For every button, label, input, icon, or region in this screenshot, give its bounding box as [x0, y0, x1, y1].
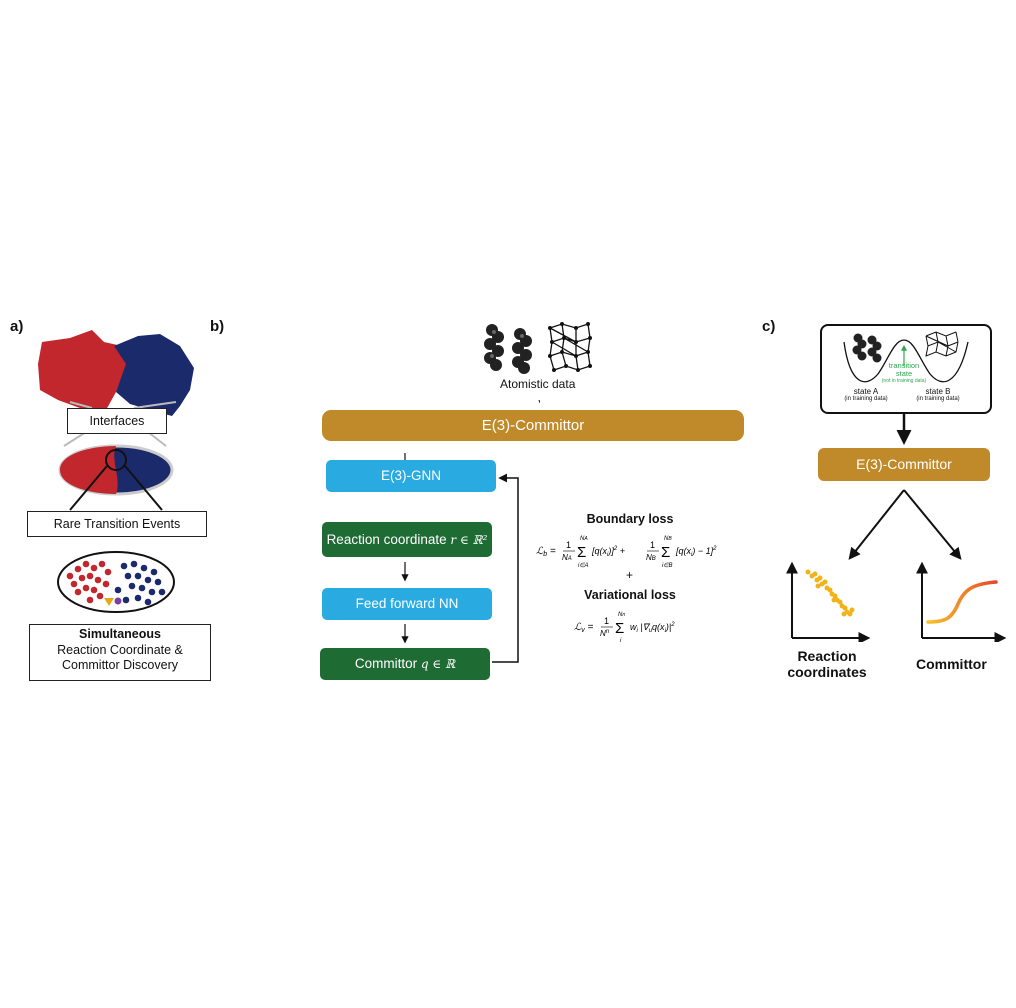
transition-note: (not in training data) — [881, 377, 927, 384]
gnn-box: E(3)-GNN — [326, 460, 496, 492]
atomistic-data-label: Atomistic data — [500, 377, 576, 391]
state-b-name: state B — [925, 387, 951, 396]
feedback-arrow — [492, 473, 519, 663]
svg-text:i∈B: i∈B — [662, 562, 673, 569]
reaction-output-line2: coordinates — [787, 664, 867, 681]
ffnn-box: Feed forward NN — [322, 588, 492, 620]
double-well-curve — [843, 339, 969, 383]
svg-text:[q(xi)]2 +: [q(xi)]2 + — [591, 546, 625, 558]
reaction-coordinate-label: Reaction coordinate — [326, 532, 447, 547]
loss-plus: + — [626, 568, 634, 582]
reaction-coordinate-box: Reaction coordinate r ∈ ℝ² — [322, 522, 492, 557]
svg-text:NB: NB — [664, 536, 672, 542]
svg-text:wi |∇uq(xi)|2: wi |∇uq(xi)|2 — [630, 622, 675, 634]
committor-output-label: Committor — [354, 656, 418, 671]
variational-loss-render: ℒv = 1 Nn Nn Σ i wi |∇uq(xi)|2 — [574, 612, 675, 644]
panel-c-label: c) — [762, 318, 776, 335]
arrow-to-reaction-plot — [848, 489, 905, 560]
committor-output-label-c: Committor — [916, 656, 987, 672]
svg-text:ℒv =: ℒv = — [574, 622, 593, 634]
svg-text:1: 1 — [604, 616, 609, 626]
panel-a-label: a) — [10, 318, 24, 335]
rare-events-box: Rare Transition Events — [27, 511, 207, 537]
svg-text:Σ: Σ — [615, 620, 624, 637]
boundary-loss-equation: ℒb = 1 NA NA Σ i∈A [q(xi)]2 + 1 NB NB Σ … — [536, 532, 756, 570]
transition-state-label: transition state (not in training data) — [880, 361, 928, 384]
svg-text:Σ: Σ — [577, 544, 586, 561]
reaction-scatter-points — [805, 569, 855, 617]
reaction-coordinates-output-label: Reaction coordinates — [780, 648, 874, 680]
lattice-icon — [549, 323, 591, 371]
state-b-structure-icon — [925, 331, 959, 357]
state-a-name: state A — [853, 387, 879, 396]
committor-output-math: q ∈ ℝ — [420, 657, 456, 671]
arrow-to-committor-plot — [903, 489, 962, 560]
committor-output-box: Committor q ∈ ℝ — [320, 648, 490, 680]
boundary-loss-title: Boundary loss — [586, 512, 674, 526]
variational-loss-equation: ℒv = 1 Nn Nn Σ i wi |∇uq(xi)|2 — [574, 608, 704, 644]
svg-text:ℒb =: ℒb = — [536, 546, 556, 558]
blue-phase-blob — [114, 334, 194, 416]
state-a-structure-icon — [852, 333, 882, 363]
variational-loss-title: Variational loss — [584, 588, 676, 602]
svg-text:[q(xi) − 1]2: [q(xi) − 1]2 — [675, 546, 717, 558]
state-b-note: (in training data) — [916, 396, 960, 402]
committor-box-c: E(3)-Committor — [818, 448, 990, 481]
panel-b-label: b) — [210, 318, 225, 335]
atomistic-structures-graphic — [484, 322, 592, 374]
svg-text:Nn: Nn — [618, 612, 625, 618]
atom-cluster-icon — [484, 324, 532, 374]
transition-label-2: state — [895, 369, 913, 379]
svg-text:1: 1 — [650, 540, 655, 550]
reaction-output-line1: Reaction — [797, 648, 857, 664]
transition-label-1: transition — [888, 361, 920, 370]
svg-text:i∈A: i∈A — [578, 562, 589, 569]
state-b-label: state B (in training data) — [906, 387, 970, 403]
reaction-coordinate-math: r ∈ ℝ² — [450, 533, 488, 547]
svg-text:1: 1 — [566, 540, 571, 550]
svg-text:Σ: Σ — [661, 544, 670, 561]
svg-text:NA: NA — [562, 553, 572, 562]
reaction-coordinate-plot — [786, 561, 871, 642]
panel-c-arrows — [848, 412, 962, 560]
energy-landscape-box — [820, 324, 992, 414]
svg-text:NB: NB — [646, 553, 656, 562]
interfaces-box: Interfaces — [67, 408, 167, 434]
state-a-note: (in training data) — [844, 396, 888, 402]
discovery-line2: Committor Discovery — [62, 658, 178, 673]
svg-text:Nn: Nn — [600, 629, 610, 638]
discovery-box: Simultaneous Reaction Coordinate & Commi… — [29, 624, 211, 681]
panel-a-graphic — [38, 330, 194, 613]
committor-plot — [916, 561, 1007, 642]
red-phase-blob — [38, 330, 128, 410]
svg-text:NA: NA — [580, 536, 588, 542]
boundary-loss-render: ℒb = 1 NA NA Σ i∈A [q(xi)]2 + 1 NB NB Σ … — [536, 536, 717, 569]
committor-sigmoid-curve — [926, 580, 998, 624]
e3-committor-bar: E(3)-Committor — [322, 410, 744, 441]
svg-text:i: i — [620, 638, 622, 644]
discovery-line1: Reaction Coordinate & — [57, 642, 183, 657]
energy-landscape-graphic — [843, 331, 969, 383]
state-a-label: state A (in training data) — [834, 387, 898, 403]
discovery-title: Simultaneous — [79, 627, 161, 641]
